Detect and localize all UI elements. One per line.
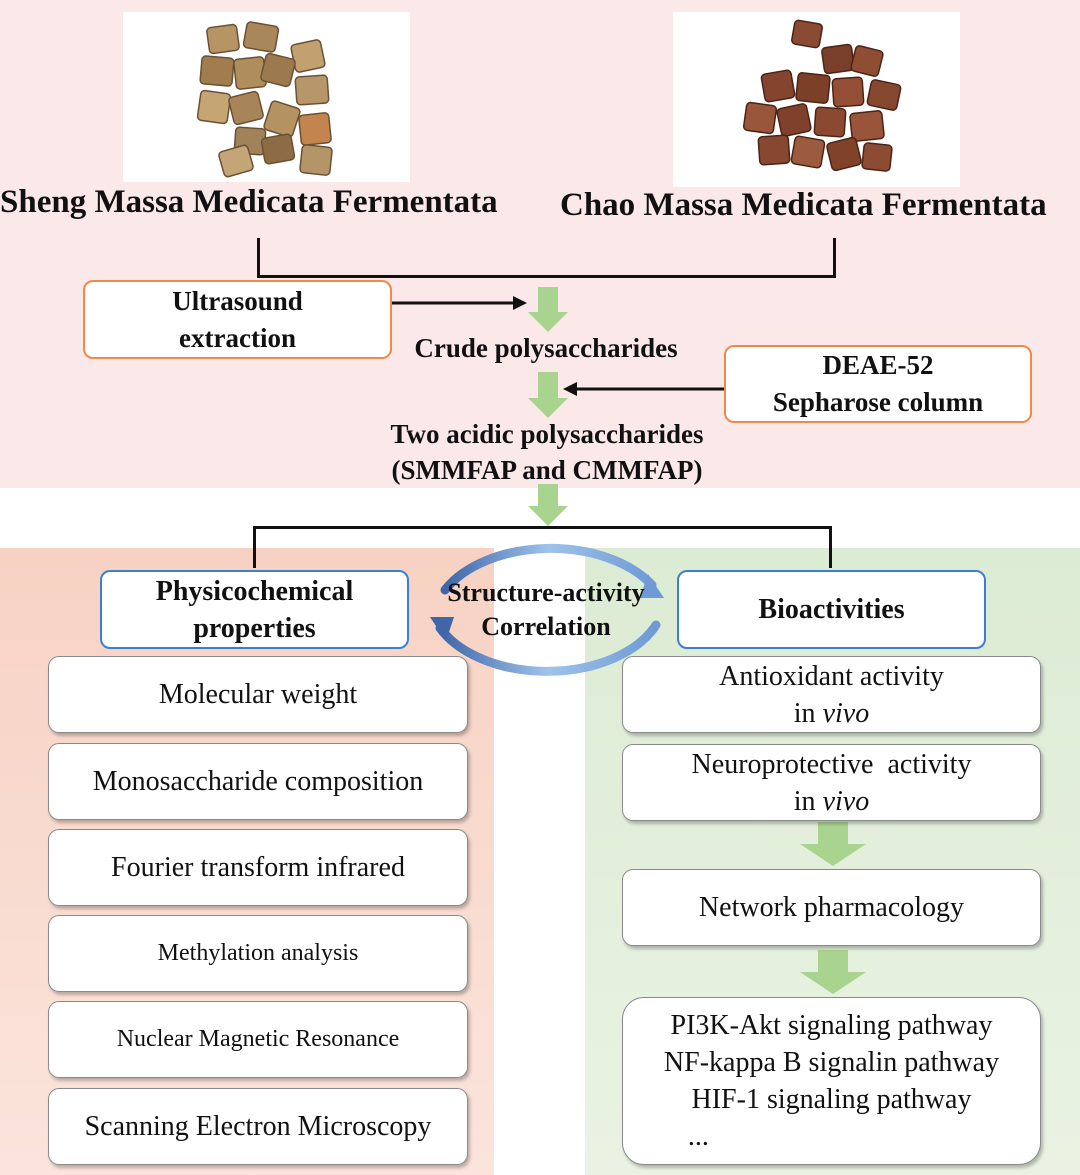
antioxidant-in: in xyxy=(793,697,816,729)
green-arrow-1 xyxy=(528,287,568,332)
item-monosaccharide-composition: Monosaccharide composition xyxy=(48,743,468,820)
ultrasound-line-1: Ultrasound xyxy=(172,285,303,316)
item-neuroprotective-activity: Neuroprotective activity in vivo xyxy=(622,744,1041,821)
green-arrow-2 xyxy=(528,372,568,418)
pathway-ellipsis: ... xyxy=(687,1121,709,1152)
physicochemical-properties-header: Physicochemical properties xyxy=(100,570,409,649)
correlation-cycle-arrows xyxy=(435,543,661,676)
correlation-line-2: Correlation xyxy=(481,612,611,641)
neuro-line-2: in vivo xyxy=(692,783,972,820)
green-arrow-5 xyxy=(800,950,866,994)
antioxidant-vivo: vivo xyxy=(822,697,870,729)
connector-left-down xyxy=(253,526,256,568)
sheng-cubes-image xyxy=(196,21,333,178)
neuro-line-1: Neuroprotective activity xyxy=(691,748,972,780)
green-arrow-3 xyxy=(528,484,568,526)
item-methylation-analysis: Methylation analysis xyxy=(48,915,468,992)
deae-line-1: DEAE-52 xyxy=(822,350,934,380)
physicochemical-line-1: Physicochemical xyxy=(155,575,354,607)
chao-cubes-image xyxy=(742,19,902,172)
neuro-in: in xyxy=(793,785,816,817)
black-arrow-left xyxy=(563,382,724,396)
item-network-pharmacology: Network pharmacology xyxy=(622,869,1041,946)
sheng-label: Sheng Massa Medicata Fermentata xyxy=(0,184,498,220)
acidic-polysaccharides-label: Two acidic polysaccharides (SMMFAP and C… xyxy=(347,416,747,488)
acidic-line-2: (SMMFAP and CMMFAP) xyxy=(391,455,703,485)
item-nuclear-magnetic-resonance: Nuclear Magnetic Resonance xyxy=(48,1001,468,1078)
connector-split-horizontal xyxy=(253,526,832,529)
black-arrow-right xyxy=(392,296,527,310)
deae-line-2: Sepharose column xyxy=(772,387,984,417)
neuro-vivo: vivo xyxy=(822,785,870,817)
green-arrows xyxy=(528,287,866,994)
crude-polysaccharides-label: Crude polysaccharides xyxy=(414,333,678,363)
structure-activity-correlation: Structure-activity Correlation xyxy=(426,576,666,644)
sheng-photo xyxy=(123,12,410,182)
correlation-line-1: Structure-activity xyxy=(447,578,645,607)
connector-chao-down xyxy=(833,238,836,278)
pathway-pi3k-akt: PI3K-Akt signaling pathway xyxy=(670,1010,993,1041)
connector-right-down xyxy=(829,526,832,568)
ultrasound-extraction-box: Ultrasound extraction xyxy=(83,280,392,359)
green-arrow-4 xyxy=(800,822,866,866)
bioactivities-header: Bioactivities xyxy=(677,570,986,649)
deae-column-box: DEAE-52 Sepharose column xyxy=(724,345,1032,423)
antioxidant-line-2: in vivo xyxy=(719,695,944,732)
acidic-line-1: Two acidic polysaccharides xyxy=(390,419,704,449)
connector-top-horizontal xyxy=(257,275,836,278)
item-antioxidant-activity: Antioxidant activity in vivo xyxy=(622,656,1041,733)
physicochemical-line-2: properties xyxy=(193,612,316,644)
antioxidant-line-1: Antioxidant activity xyxy=(719,660,944,692)
chao-label: Chao Massa Medicata Fermentata xyxy=(560,187,1047,223)
connector-sheng-down xyxy=(257,238,260,278)
chao-photo xyxy=(673,12,960,187)
item-molecular-weight: Molecular weight xyxy=(48,656,468,733)
pathway-hif-1: HIF-1 signaling pathway xyxy=(691,1084,972,1115)
pathway-list: PI3K-Akt signaling pathway NF-kappa B si… xyxy=(664,1007,999,1155)
item-scanning-electron-microscopy: Scanning Electron Microscopy xyxy=(48,1088,468,1165)
item-signaling-pathways: PI3K-Akt signaling pathway NF-kappa B si… xyxy=(622,997,1041,1165)
item-fourier-transform-infrared: Fourier transform infrared xyxy=(48,829,468,906)
pathway-nf-kappa-b: NF-kappa B signalin pathway xyxy=(663,1047,1000,1078)
ultrasound-line-2: extraction xyxy=(179,322,296,353)
